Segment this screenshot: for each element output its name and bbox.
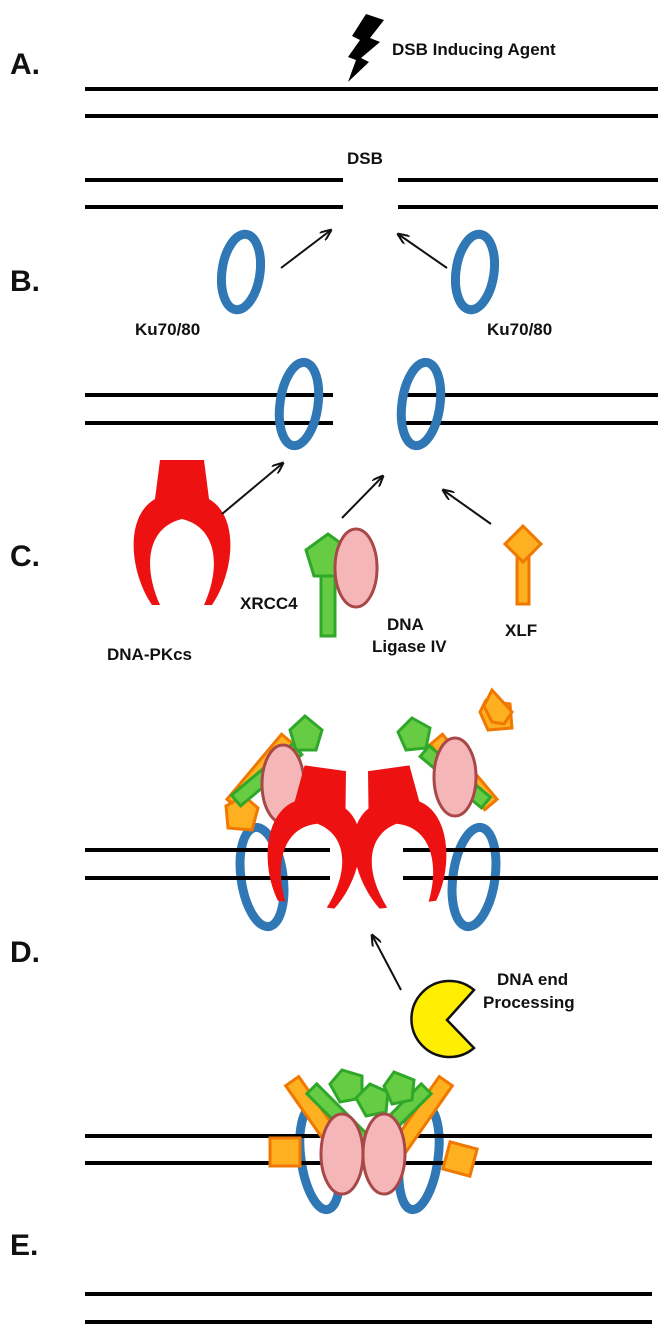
ku-ring-bound-right [396,357,446,451]
dna-end-processing-label-line1: DNA end [497,970,568,989]
arrow-pkcs-to-ku [221,463,283,515]
xlf-label: XLF [505,621,537,640]
step-label-a: A. [10,48,40,81]
ligation-complex [85,1068,652,1215]
intact-dna-strands-a [85,87,658,118]
ku-label-left: Ku70/80 [135,320,200,339]
arrow-ligase-to-gap [341,476,383,519]
arrow-ku-right-to-dsb [398,234,448,269]
arrow-ku-left-to-dsb [280,230,331,269]
dsb-label: DSB [347,149,383,168]
xlf-shape [503,524,543,606]
dna-end-processing-label-line2: Processing [483,993,575,1012]
xrcc4-label: XRCC4 [240,594,298,613]
step-label-b: B. [10,265,40,298]
arrow-processing-to-complex [372,935,402,991]
dna-end-processing-enzyme-icon [410,979,476,1059]
ku-ring-right [450,229,500,315]
lightning-icon [348,14,384,82]
dsb-inducing-agent-label: DSB Inducing Agent [392,40,556,59]
ku-bound-dna-c [85,393,658,425]
broken-dna-strands-b [85,178,658,209]
ku-ring-left [216,229,266,315]
dna-ligase-iv-shape [333,527,379,609]
dna-ligase-label-line2: Ligase IV [372,637,447,656]
arrow-xlf-to-ku [443,490,492,525]
repaired-dna-strands-e [85,1292,652,1324]
dna-pkcs-shape [133,460,231,605]
step-label-c: C. [10,540,40,573]
ku-ring-bound-left [274,357,324,451]
ku-label-right: Ku70/80 [487,320,552,339]
dna-ligase-label-line1: DNA [387,615,424,634]
dna-pkcs-label: DNA-PKcs [107,645,192,664]
step-label-e: E. [10,1229,38,1262]
step-label-d: D. [10,936,40,969]
synapsis-complex-d [85,687,658,932]
